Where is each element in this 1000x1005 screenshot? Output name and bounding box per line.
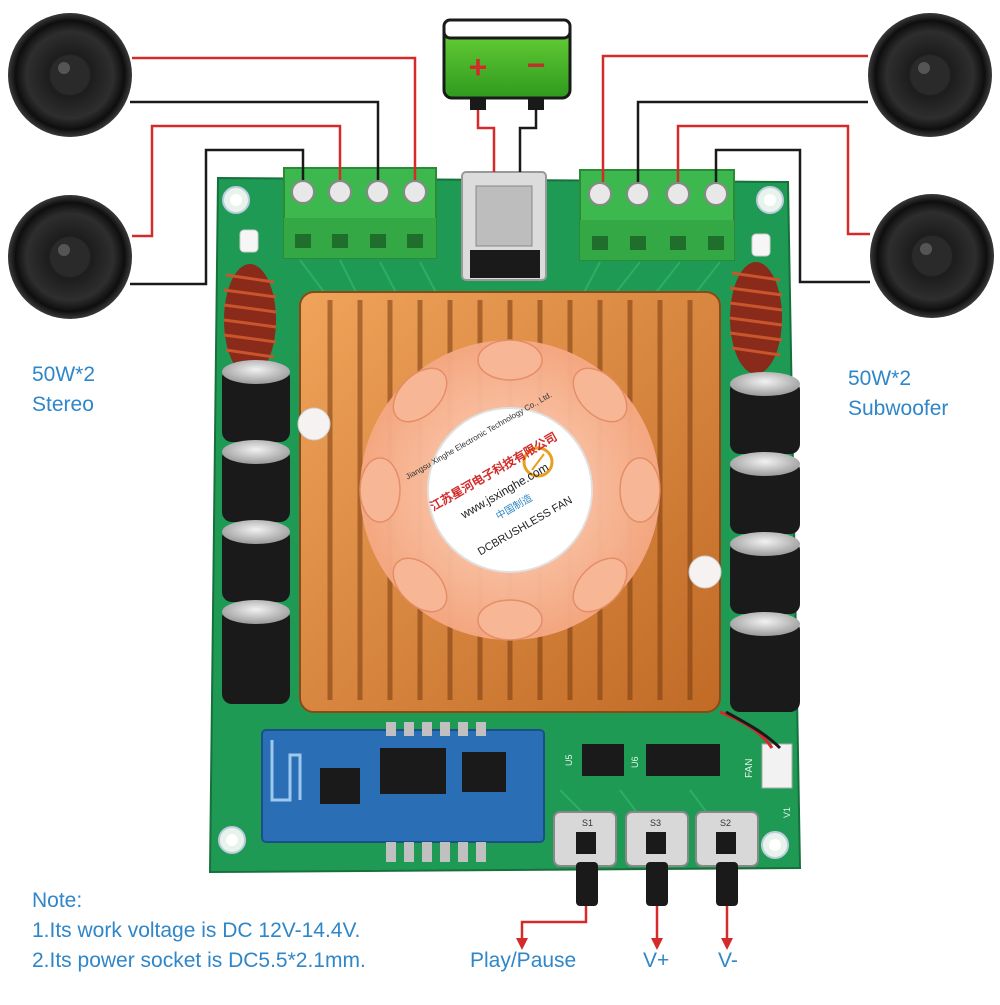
volume-down-label: V- [718, 949, 738, 972]
fan-label-sticker [427, 407, 593, 573]
s2-label: S2 [720, 818, 731, 828]
standoff [688, 555, 722, 589]
antenna-trace-icon [270, 740, 302, 802]
arrow-down-icon [721, 938, 733, 950]
note-line-1: 1.Its work voltage is DC 12V-14.4V. [32, 919, 361, 942]
speaker-top-right [868, 13, 992, 137]
battery-plus-sign: + [469, 49, 488, 85]
volume-down-button[interactable]: S2 [695, 811, 759, 906]
speaker-mid-right [870, 194, 994, 318]
battery-icon: + − [442, 18, 572, 110]
volume-up-button[interactable]: S3 [625, 811, 689, 906]
fan-logo-icon [522, 446, 554, 478]
speaker-mid-left [8, 195, 132, 319]
inductor-left [223, 264, 277, 376]
stereo-label: Stereo [32, 393, 94, 416]
note-line-2: 2.Its power socket is DC5.5*2.1mm. [32, 949, 366, 972]
standoff [297, 407, 331, 441]
ic-u6: U6 [630, 744, 720, 776]
arrow-down-icon [516, 938, 528, 950]
led [239, 229, 259, 253]
stereo-power-label: 50W*2 [32, 363, 96, 386]
play-pause-label: Play/Pause [470, 949, 577, 972]
subwoofer-terminal-block [579, 169, 735, 261]
bluetooth-module [261, 722, 545, 862]
s3-label: S3 [650, 818, 661, 828]
speaker-top-left [8, 13, 132, 137]
fan-header: FAN V1 [719, 710, 793, 818]
v1-label: V1 [782, 807, 792, 818]
subwoofer-label: Subwoofer [848, 397, 949, 420]
inductor-right [729, 262, 783, 374]
u6-label: U6 [630, 756, 640, 768]
u5-label: U5 [564, 754, 574, 766]
led [751, 233, 771, 257]
cooling-fan: Jiangsu Xinghe Electronic Technology Co.… [359, 339, 661, 641]
capacitors-right [730, 372, 800, 712]
s1-label: S1 [582, 818, 593, 828]
speaker-wires [130, 54, 870, 940]
stereo-terminal-block [283, 167, 437, 259]
volume-up-label: V+ [643, 949, 670, 972]
arrow-heads [516, 938, 733, 950]
play-pause-button[interactable]: S1 [553, 811, 617, 906]
subwoofer-power-label: 50W*2 [848, 367, 912, 390]
capacitors-left [222, 360, 290, 704]
mounting-hole [222, 186, 250, 214]
bluetooth-chip [380, 748, 446, 794]
fan-header-label: FAN [744, 759, 755, 778]
battery-minus-sign: − [527, 47, 546, 83]
ic-u5: U5 [564, 744, 624, 776]
mounting-hole [218, 826, 246, 854]
mounting-hole [756, 186, 784, 214]
mounting-hole [761, 831, 789, 859]
dc-power-jack [461, 171, 547, 281]
arrow-down-icon [651, 938, 663, 950]
note-title: Note: [32, 889, 83, 912]
